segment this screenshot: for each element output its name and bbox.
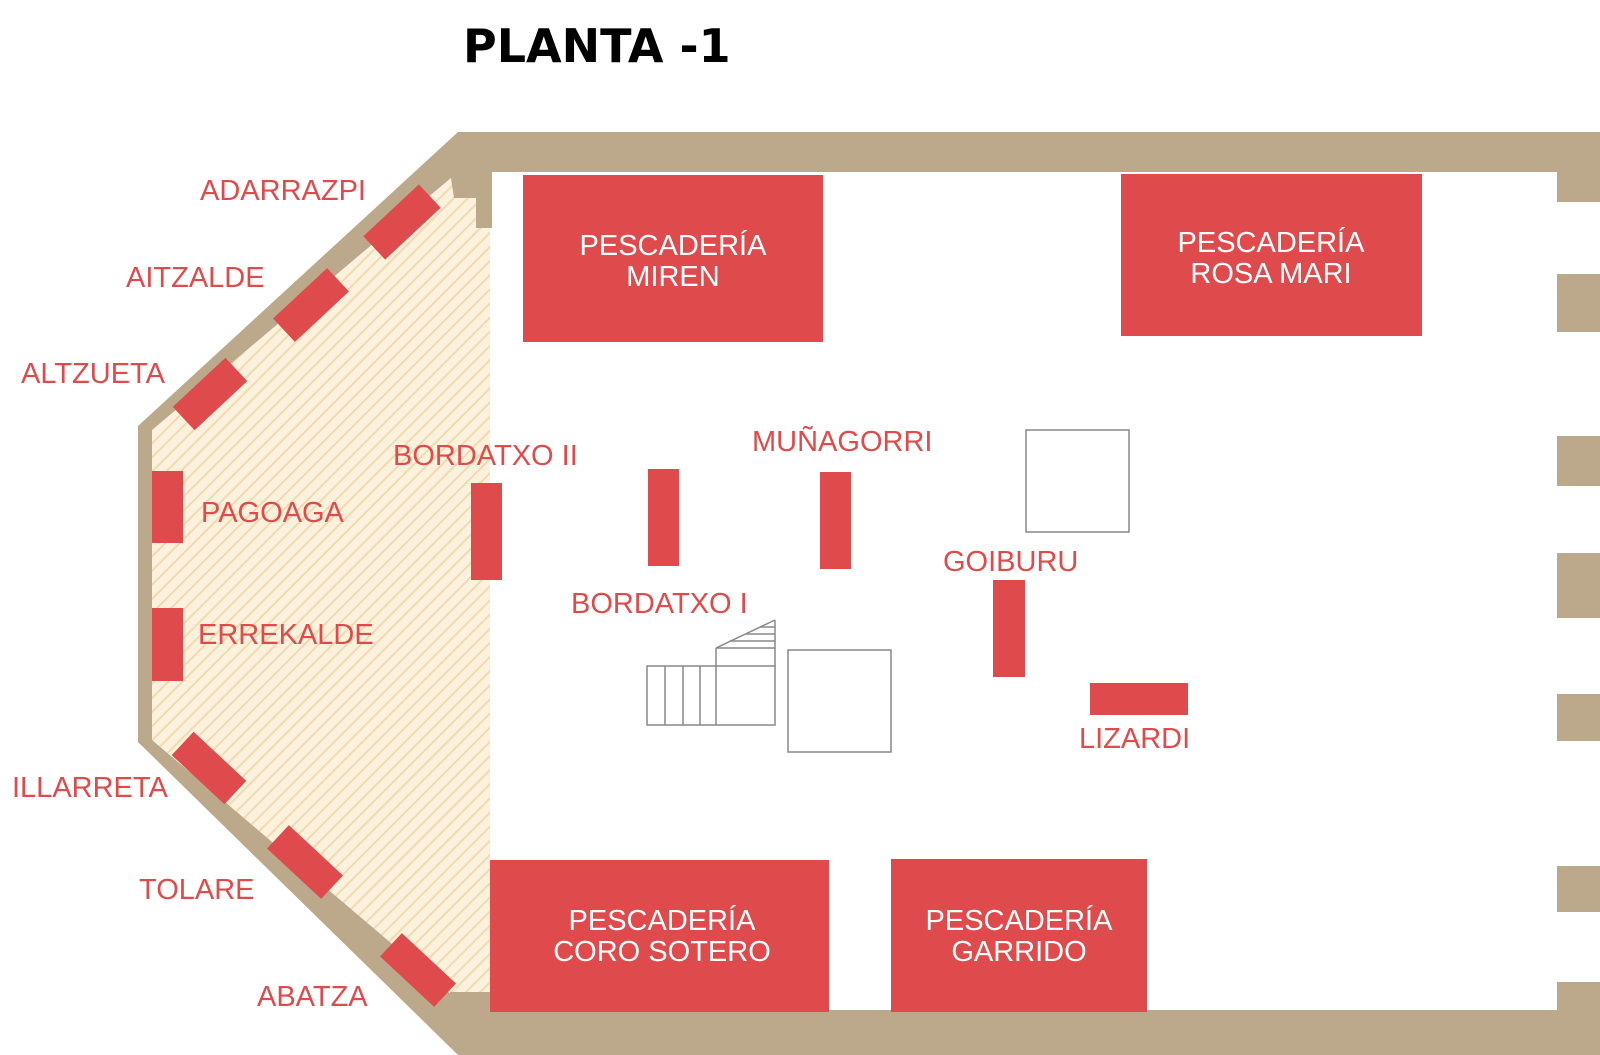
stall-abatza[interactable]: [380, 933, 456, 1007]
label-abatza: ABATZA: [257, 981, 368, 1013]
stall-illarreta[interactable]: [171, 731, 247, 805]
wall-pillar: [1557, 436, 1600, 486]
stall-pescaderia-garrido[interactable]: PESCADERÍA GARRIDO: [891, 859, 1147, 1012]
label-errekalde: ERREKALDE: [198, 619, 374, 651]
shaft-square: [1025, 429, 1130, 533]
label-illarreta: ILLARRETA: [12, 772, 168, 804]
stall-munagorri[interactable]: [820, 472, 851, 569]
stall-label: PESCADERÍA: [569, 904, 757, 937]
stall-pescaderia-coro-sotero[interactable]: PESCADERÍA CORO SOTERO: [490, 860, 829, 1012]
stall-goiburu[interactable]: [993, 580, 1025, 677]
wall-pillar: [1557, 274, 1600, 332]
lift-square: [787, 649, 892, 753]
stall-altzueta[interactable]: [172, 357, 248, 431]
label-aitzalde: AITZALDE: [126, 262, 265, 294]
stall-label: CORO SOTERO: [553, 936, 771, 968]
stall-bordatxo-i[interactable]: [648, 469, 679, 566]
stall-errekalde[interactable]: [152, 608, 183, 681]
staircase: [646, 619, 776, 726]
wall-pillar: [1557, 866, 1600, 912]
stall-pescaderia-miren[interactable]: PESCADERÍA MIREN: [523, 175, 823, 342]
stall-label: PESCADERÍA: [580, 229, 768, 262]
wall-pillar: [1557, 694, 1600, 741]
stall-bordatxo-ii[interactable]: [471, 483, 502, 580]
wall-corner-top: [450, 172, 490, 198]
label-munagorri: MUÑAGORRI: [752, 424, 932, 458]
label-pagoaga: PAGOAGA: [201, 497, 345, 529]
stall-aitzalde[interactable]: [273, 268, 349, 342]
label-goiburu: GOIBURU: [943, 546, 1078, 578]
label-tolare: TOLARE: [139, 874, 255, 906]
wall-pillar: [1557, 982, 1600, 1012]
wall-pillar: [1557, 172, 1600, 202]
stall-tolare[interactable]: [267, 825, 343, 899]
label-lizardi: LIZARDI: [1079, 723, 1190, 755]
building-walls: [138, 132, 1600, 1055]
stall-label: PESCADERÍA: [926, 904, 1114, 937]
label-adarrazpi: ADARRAZPI: [200, 175, 366, 207]
stall-pescaderia-rosa-mari[interactable]: PESCADERÍA ROSA MARI: [1121, 174, 1422, 336]
wall-pillar: [1557, 553, 1600, 618]
stall-adarrazpi[interactable]: [363, 184, 441, 260]
floor-title: PLANTA -1: [463, 19, 731, 73]
stall-label: MIREN: [626, 261, 719, 293]
stall-label: PESCADERÍA: [1178, 226, 1366, 259]
label-bordatxo-ii: BORDATXO II: [393, 440, 578, 472]
label-altzueta: ALTZUETA: [21, 358, 166, 390]
stall-label: GARRIDO: [951, 936, 1086, 968]
label-bordatxo-i: BORDATXO I: [571, 588, 748, 620]
stall-label: ROSA MARI: [1190, 258, 1351, 290]
stall-pagoaga[interactable]: [152, 471, 183, 543]
stall-lizardi[interactable]: [1090, 683, 1188, 715]
wall-corner-bottom: [450, 992, 490, 1012]
